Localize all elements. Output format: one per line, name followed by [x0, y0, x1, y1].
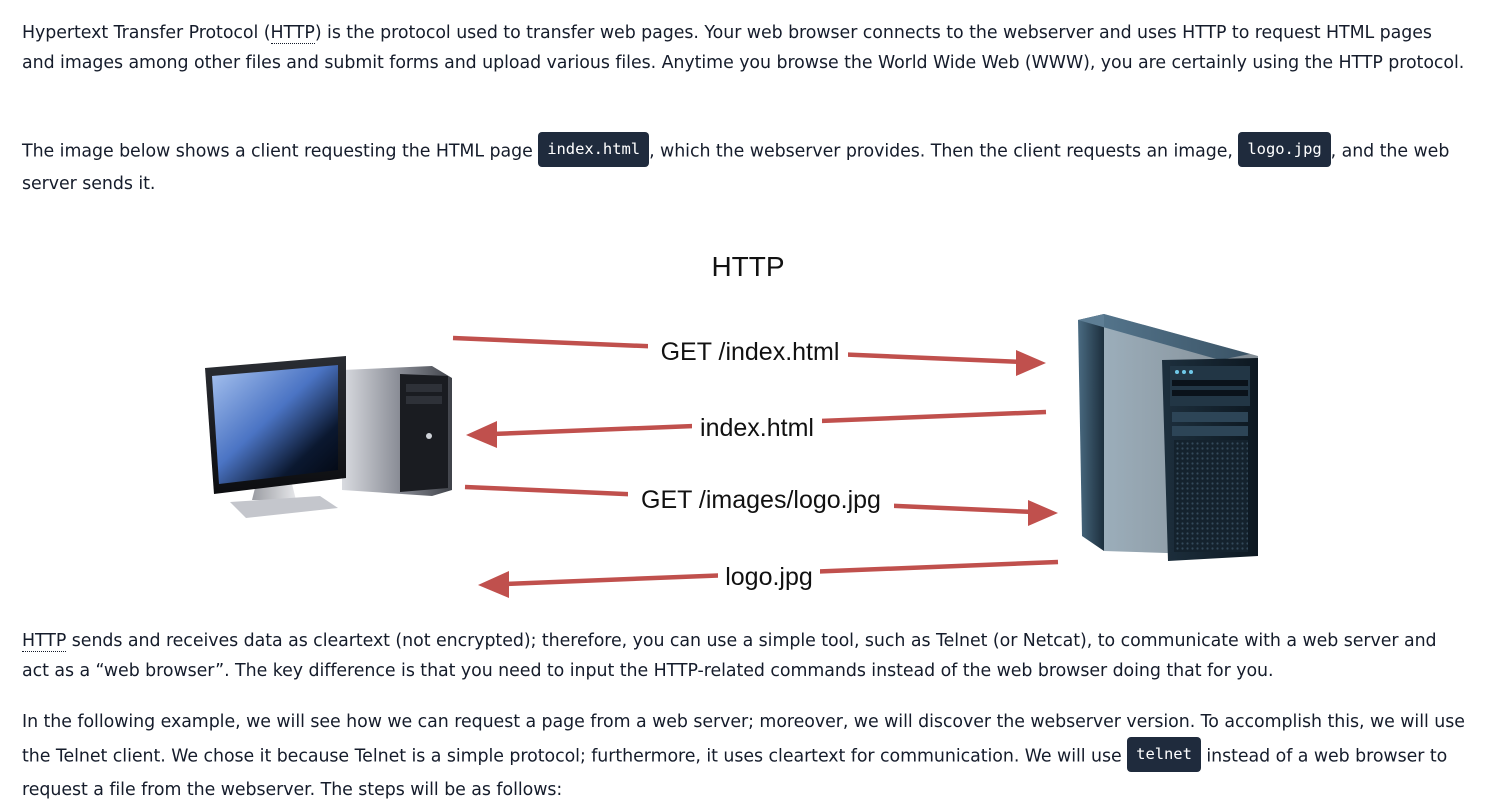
arrow-get-index: GET /index.html	[452, 334, 1046, 376]
paragraph-text: , and the web server sends it.	[22, 141, 1450, 195]
paragraph-text: Hypertext Transfer Protocol (	[22, 23, 271, 43]
code-telnet: telnet	[1127, 737, 1201, 772]
code-logo-jpg: logo.jpg	[1238, 132, 1331, 167]
arrow-label: GET /images/logo.jpg	[641, 486, 881, 514]
http-abbreviation[interactable]: HTTP	[22, 631, 67, 652]
paragraph-text: The image below shows a client requestin…	[22, 141, 539, 162]
arrow-get-logo: GET /images/logo.jpg	[464, 482, 1058, 526]
intro-paragraph: Hypertext Transfer Protocol (HTTP) is th…	[22, 18, 1467, 78]
paragraph-text: instead of a web browser to request a fi…	[22, 746, 1448, 801]
arrow-label: index.html	[700, 414, 814, 442]
arrow-label: logo.jpg	[725, 563, 813, 591]
code-index-html: index.html	[538, 132, 650, 167]
paragraph-text: , which the webserver provides. Then the…	[649, 141, 1239, 162]
http-diagram: HTTP GET /index.html	[205, 251, 1258, 598]
arrow-index-response: index.html	[466, 409, 1047, 448]
image-description-paragraph: The image below shows a client requestin…	[22, 132, 1467, 199]
paragraph-text: sends and receives data as cleartext (no…	[22, 631, 1437, 681]
diagram-title: HTTP	[711, 251, 784, 282]
telnet-example-paragraph: In the following example, we will see ho…	[22, 706, 1467, 807]
paragraph-text: In the following example, we will see ho…	[22, 712, 1465, 767]
cleartext-paragraph: HTTP sends and receives data as cleartex…	[22, 626, 1467, 686]
arrow-label: GET /index.html	[661, 338, 840, 366]
paragraph-text: ) is the protocol used to transfer web p…	[22, 23, 1465, 73]
desktop-computer-icon	[205, 356, 452, 518]
server-tower-icon	[1078, 314, 1258, 561]
arrow-logo-response: logo.jpg	[478, 559, 1059, 598]
http-abbreviation[interactable]: HTTP	[270, 23, 315, 44]
